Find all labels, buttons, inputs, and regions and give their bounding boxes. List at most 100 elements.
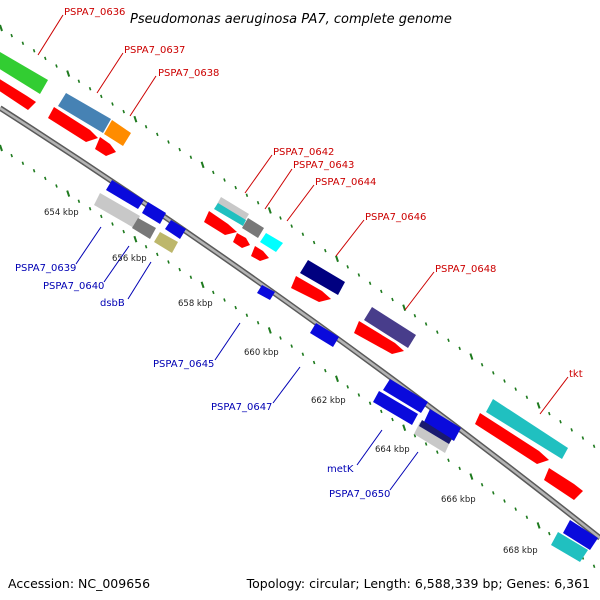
- tick-mark: [424, 442, 428, 446]
- accession-text: Accession: NC_009656: [8, 576, 151, 591]
- tick-mark: [469, 473, 474, 480]
- gene-label[interactable]: PSPA7_0646: [365, 212, 426, 223]
- gene-PSPA7_0639[interactable]: [94, 193, 140, 228]
- gene-PSPA7_0643[interactable]: [242, 218, 264, 238]
- tick-mark: [324, 368, 327, 373]
- cds-arrow[interactable]: [475, 413, 549, 464]
- kbp-scale-labels: 654 kbp 656 kbp 658 kbp 660 kbp 662 kbp …: [44, 208, 538, 556]
- gene-label[interactable]: dsbB: [100, 298, 125, 309]
- cds-arrow[interactable]: [204, 211, 237, 235]
- tick-mark: [536, 522, 541, 529]
- gene-label[interactable]: PSPA7_0638: [158, 68, 219, 79]
- tick-mark: [44, 56, 47, 61]
- gene-label[interactable]: PSPA7_0648: [435, 264, 496, 275]
- cds-arrow[interactable]: [0, 78, 36, 110]
- gene-reverse-arrow[interactable]: [383, 379, 428, 413]
- tick-mark: [324, 248, 327, 253]
- tick-mark: [267, 207, 272, 214]
- tick-mark: [77, 199, 81, 203]
- tick-mark: [133, 235, 138, 243]
- cds-arrow[interactable]: [354, 321, 404, 354]
- cds-arrow[interactable]: [291, 276, 331, 302]
- gene-metK[interactable]: [373, 391, 418, 425]
- gene-PSPA7_0648[interactable]: [364, 307, 416, 348]
- tick-mark: [357, 273, 361, 277]
- tick-mark: [458, 466, 461, 471]
- gene-label[interactable]: PSPA7_0636: [64, 7, 125, 18]
- tick-mark: [21, 41, 25, 45]
- gene-label[interactable]: PSPA7_0650: [329, 489, 390, 500]
- gene-PSPA7_0650[interactable]: [414, 422, 451, 453]
- tick-mark: [368, 281, 372, 285]
- gene-PSPA7_0637[interactable]: [58, 93, 111, 133]
- tick-mark: [559, 419, 562, 424]
- gene-reverse-arrow[interactable]: [551, 532, 588, 562]
- tick-mark: [55, 64, 58, 68]
- cds-arrow[interactable]: [544, 468, 583, 500]
- gene-PSPA7_0640[interactable]: [132, 218, 156, 239]
- gene-label[interactable]: PSPA7_0644: [315, 177, 376, 188]
- tick-mark: [536, 402, 541, 409]
- gene-PSPA7_0645[interactable]: [257, 285, 275, 300]
- tick-mark: [312, 360, 316, 365]
- tick-mark: [122, 229, 125, 234]
- genome-backbone: [0, 105, 600, 541]
- gene-label[interactable]: PSPA7_0645: [153, 359, 214, 370]
- cds-arrow[interactable]: [233, 233, 250, 248]
- tick-mark: [234, 185, 237, 190]
- gene-label[interactable]: PSPA7_0647: [211, 402, 272, 413]
- gene-PSPA7_0647[interactable]: [310, 323, 339, 347]
- tick-mark: [436, 330, 439, 334]
- tick-mark: [77, 79, 81, 83]
- gene-reverse-arrow[interactable]: [563, 520, 598, 550]
- gene-label[interactable]: PSPA7_0640: [43, 281, 104, 292]
- tick-mark: [21, 161, 25, 165]
- gene-label[interactable]: PSPA7_0643: [293, 160, 354, 171]
- tick-mark: [133, 115, 138, 123]
- gene-PSPA7_0646[interactable]: [300, 260, 345, 295]
- cds-arrow[interactable]: [251, 246, 269, 261]
- gene-label[interactable]: PSPA7_0637: [124, 45, 185, 56]
- gene-label[interactable]: tkt: [569, 369, 583, 380]
- gene-PSPA7_0650-b[interactable]: [419, 420, 452, 444]
- tick-mark: [100, 214, 103, 219]
- tick-mark: [0, 24, 3, 32]
- cds-arrow[interactable]: [48, 107, 98, 142]
- tick-mark: [447, 338, 450, 343]
- tick-mark: [548, 411, 551, 416]
- gene-PSPA7_0644[interactable]: [260, 233, 283, 252]
- gene-label[interactable]: PSPA7_0642: [273, 147, 334, 158]
- kbp-label: 654 kbp: [44, 208, 79, 218]
- tick-mark: [469, 353, 474, 360]
- gene-dsbB[interactable]: [154, 232, 178, 253]
- tick-mark: [256, 201, 260, 205]
- tick-mark: [66, 190, 71, 197]
- gene-PSPA7_0642-b[interactable]: [214, 203, 246, 226]
- tick-mark: [301, 352, 305, 357]
- gene-label[interactable]: PSPA7_0639: [15, 263, 76, 274]
- tick-mark: [178, 267, 181, 272]
- gene-reverse-arrow[interactable]: [424, 409, 461, 441]
- gene-PSPA7_0636[interactable]: [0, 52, 48, 94]
- tick-mark: [167, 260, 170, 264]
- tick-mark: [380, 409, 383, 414]
- tick-mark: [357, 393, 361, 397]
- gene-reverse-arrow[interactable]: [165, 220, 186, 239]
- tick-mark: [290, 344, 293, 348]
- tick-mark: [346, 265, 349, 269]
- gene-features: [0, 52, 598, 562]
- gene-reverse-arrow[interactable]: [142, 202, 166, 224]
- tick-mark: [0, 144, 3, 152]
- gene-label[interactable]: metK: [327, 464, 354, 475]
- forward-gene-labels: PSPA7_0636 PSPA7_0637 PSPA7_0638 PSPA7_0…: [64, 7, 583, 380]
- gene-PSPA7_0642[interactable]: [216, 197, 249, 222]
- gene-reverse-arrow[interactable]: [106, 180, 144, 209]
- gene-tkt[interactable]: [486, 399, 568, 459]
- cds-arrow[interactable]: [95, 137, 116, 156]
- tick-mark: [424, 322, 428, 326]
- kbp-label: 658 kbp: [178, 299, 213, 309]
- tick-mark: [144, 125, 148, 129]
- topology-text: Topology: circular; Length: 6,588,339 bp…: [246, 576, 590, 591]
- gene-PSPA7_0638[interactable]: [104, 120, 131, 146]
